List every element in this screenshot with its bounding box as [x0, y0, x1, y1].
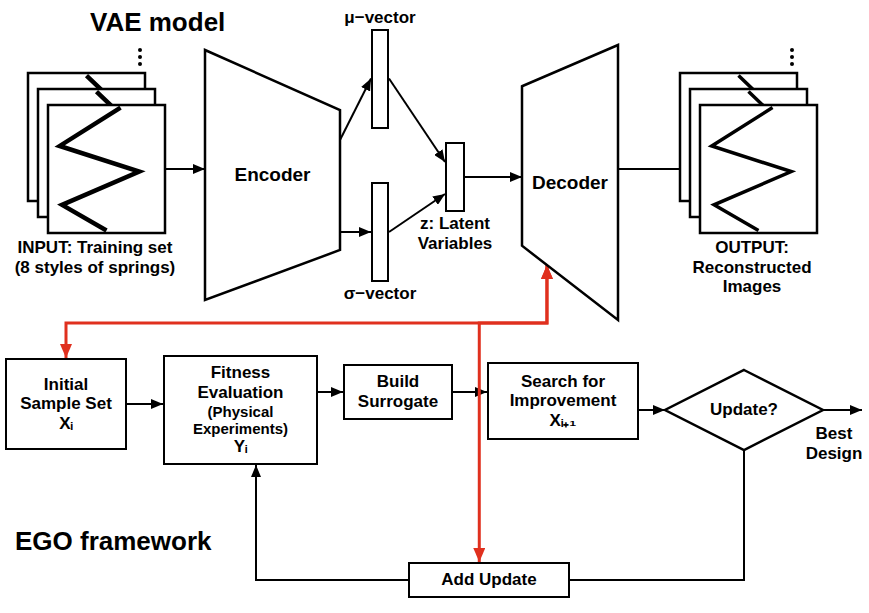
- decision-diamond: Update?: [665, 370, 823, 450]
- node-label: Add Update: [441, 570, 536, 590]
- vector-bar: σ−vector: [340, 182, 420, 304]
- spring-image: [700, 105, 817, 233]
- vector-bar-shape: [371, 182, 389, 282]
- node-label: σ−vector: [344, 284, 417, 304]
- flow-arrow: [453, 391, 487, 393]
- section-title: EGO framework: [15, 527, 212, 557]
- node-label: Decoder: [532, 172, 608, 194]
- output-arrow: [823, 409, 862, 411]
- decoder-block: Decoder: [522, 45, 618, 320]
- shape-outline: [205, 50, 340, 300]
- node-label: μ−vector: [344, 8, 415, 28]
- flow-arrow: [340, 231, 371, 233]
- node-label: Xᵢ₊₁: [550, 411, 577, 431]
- link-arrow: [66, 265, 547, 358]
- edge-group: [66, 79, 744, 580]
- node-label: Update?: [710, 400, 778, 420]
- flow-arrow: [570, 450, 744, 580]
- flow-arrow: [318, 391, 343, 393]
- flow-arrow: [256, 465, 408, 580]
- node-label: Yᵢ: [234, 437, 248, 457]
- vector-bar-shape: [445, 142, 465, 212]
- flow-arrow: [340, 79, 371, 140]
- node-label: Initial Sample Set: [15, 375, 117, 414]
- flow-arrow: [165, 168, 205, 170]
- flow-arrow: [639, 409, 665, 411]
- node-label: z: Latent Variables: [405, 214, 505, 253]
- node-label: INPUT: Training set (8 styles of springs…: [10, 238, 180, 277]
- spring-image: [48, 105, 165, 233]
- node-label: Build Surrogate: [353, 372, 443, 411]
- process-box: Build Surrogate: [343, 364, 453, 420]
- node-label: (Physical Experiments): [173, 403, 308, 438]
- vector-bar: μ−vector: [340, 8, 420, 129]
- process-box: Fitness Evaluation(Physical Experiments)…: [163, 355, 318, 465]
- spring-image-stack: [672, 68, 832, 236]
- encoder-block: Encoder: [205, 50, 340, 300]
- vector-bar-shape: [371, 29, 389, 129]
- latent-bar: z: Latent Variables: [405, 142, 505, 253]
- node-label: Fitness Evaluation: [173, 363, 308, 402]
- image-stack: INPUT: Training set (8 styles of springs…: [10, 68, 180, 277]
- shape-outline: [522, 45, 618, 320]
- flow-arrow: [127, 403, 163, 405]
- flow-arrow: [389, 79, 445, 162]
- spring-image-stack: [10, 68, 180, 236]
- image-stack: OUTPUT: Reconstructed Images: [672, 68, 832, 297]
- shape-outline: [665, 370, 823, 450]
- node-label: Encoder: [234, 164, 310, 186]
- node-label: Search for Improvement: [497, 372, 629, 411]
- flow-arrow: [465, 176, 522, 178]
- process-box: Search for ImprovementXᵢ₊₁: [487, 362, 639, 440]
- section-title: VAE model: [90, 8, 225, 38]
- result-label: Best Design: [804, 424, 864, 463]
- process-box: Initial Sample SetXᵢ: [5, 358, 127, 450]
- node-label: Xᵢ: [59, 414, 73, 434]
- node-label: OUTPUT: Reconstructed Images: [672, 238, 832, 297]
- process-box: Add Update: [408, 562, 570, 598]
